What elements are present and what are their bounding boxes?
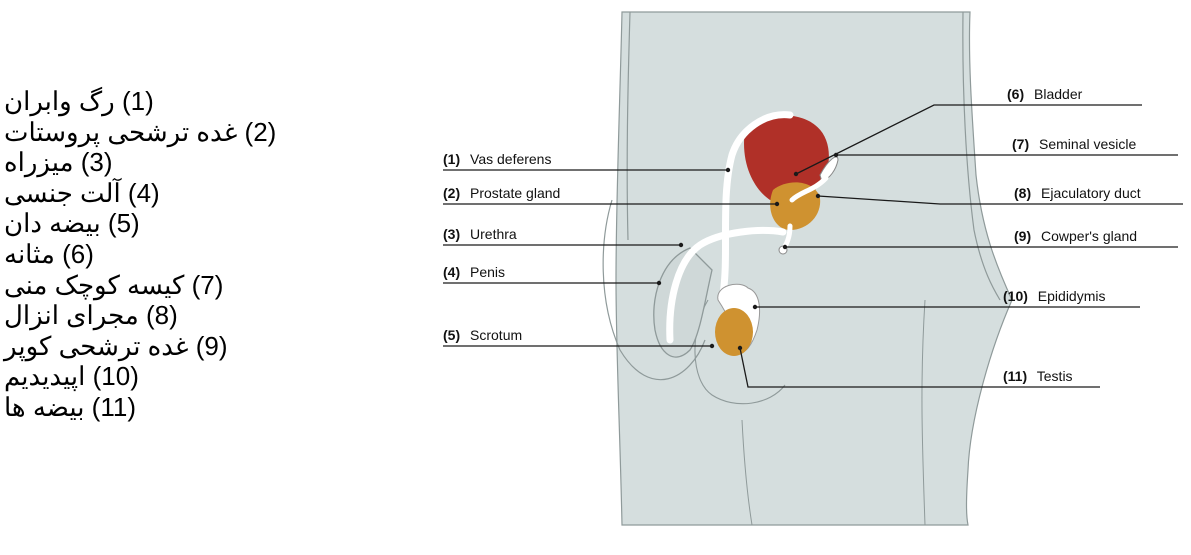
- dot-epididymis: [753, 305, 757, 309]
- label-scrotum: (5) Scrotum: [443, 327, 522, 343]
- dot-cowpers-gland: [783, 245, 787, 249]
- dot-prostate: [775, 202, 779, 206]
- dot-urethra: [679, 243, 683, 247]
- dot-scrotum: [710, 344, 714, 348]
- dot-penis: [657, 281, 661, 285]
- dot-seminal-vesicle: [834, 153, 838, 157]
- label-vas-deferens: (1) Vas deferens: [443, 151, 551, 167]
- label-prostate-gland: (2) Prostate gland: [443, 185, 560, 201]
- label-bladder: (6) Bladder: [1007, 86, 1083, 102]
- label-penis: (4) Penis: [443, 264, 505, 280]
- dot-bladder: [794, 172, 798, 176]
- label-seminal-vesicle: (7) Seminal vesicle: [1012, 136, 1136, 152]
- dot-vas-deferens: [726, 168, 730, 172]
- label-urethra: (3) Urethra: [443, 226, 517, 242]
- label-epididymis: (10) Epididymis: [1003, 288, 1106, 304]
- testis-shape: [715, 308, 753, 356]
- label-cowpers-gland: (9) Cowper's gland: [1014, 228, 1137, 244]
- dot-testis: [738, 346, 742, 350]
- dot-ejaculatory-duct: [816, 194, 820, 198]
- label-ejaculatory-duct: (8) Ejaculatory duct: [1014, 185, 1141, 201]
- label-testis: (11) Testis: [1003, 368, 1073, 384]
